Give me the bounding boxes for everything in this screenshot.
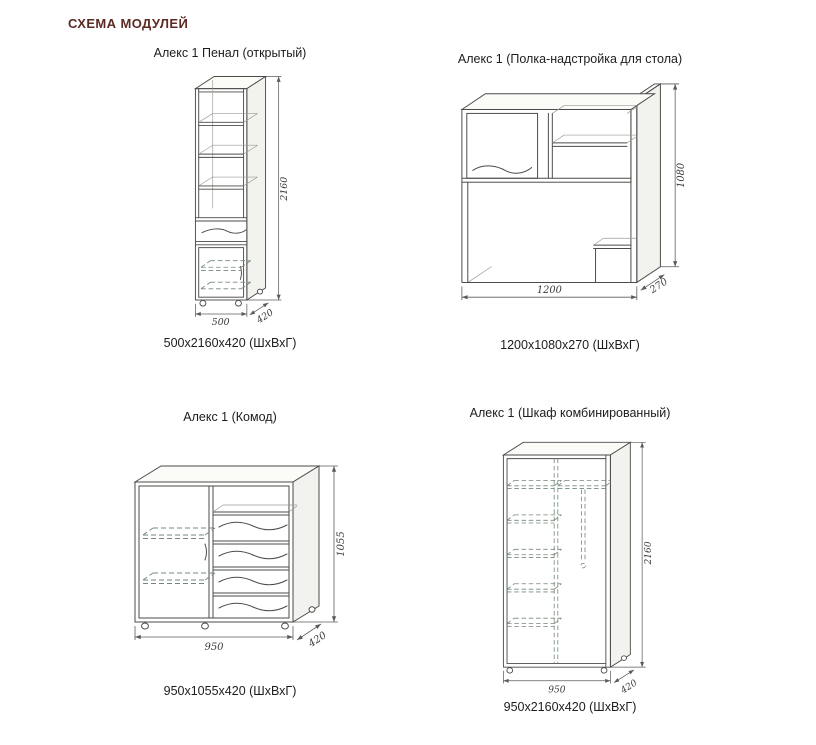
door [197, 247, 244, 298]
width-dimension-label: 500 [211, 317, 229, 328]
module-title: Алекс 1 (Полка-надстройка для стола) [457, 52, 683, 66]
depth-dimension: 420 [613, 669, 639, 697]
height-dimension: 2160 [246, 76, 290, 301]
desk-hutch-drawing: 1200 1080 270 [460, 83, 687, 301]
width-dimension: 500 [194, 303, 247, 328]
height-dimension: 1080 [660, 83, 687, 268]
cabinet-body [193, 75, 267, 301]
hidden-divider [553, 458, 558, 664]
module-wardrobe: Алекс 1 (Шкаф комбинированный) [410, 406, 730, 714]
module-caption: 950x1055x420 (ШхВхГ) [163, 684, 297, 698]
cabinet-body [501, 441, 632, 668]
drawers [212, 521, 290, 612]
module-caption: 1200x1080x270 (ШхВхГ) [500, 338, 640, 352]
module-title: Алекс 1 (Комод) [183, 410, 277, 424]
width-dimension: 1200 [461, 285, 638, 301]
depth-dimension: 420 [248, 302, 275, 327]
height-dimension-label: 1080 [676, 163, 687, 188]
height-dimension-label: 1055 [336, 531, 347, 556]
hidden-shelf-lines [142, 527, 216, 584]
hanging-rod [580, 489, 586, 569]
module-penal: Алекс 1 Пенал (открытый) [80, 46, 380, 350]
feet [141, 606, 316, 630]
module-caption: 950x2160x420 (ШхВхГ) [503, 700, 637, 714]
depth-dimension: 270 [640, 274, 670, 297]
depth-dimension-label: 420 [618, 678, 639, 696]
door [466, 112, 539, 179]
feet [505, 655, 627, 674]
door [204, 543, 207, 561]
module-desk-hutch: Алекс 1 (Полка-надстройка для стола) [410, 52, 730, 352]
open-shelves [197, 113, 258, 190]
left-support-leg [461, 181, 492, 283]
height-dimension-label: 2160 [279, 177, 290, 202]
hidden-shelf-lines [506, 479, 611, 627]
module-title: Алекс 1 Пенал (открытый) [153, 46, 307, 60]
width-dimension-label: 1200 [537, 285, 562, 296]
depth-dimension-label: 420 [306, 630, 329, 651]
open-niche [212, 504, 298, 516]
hutch-body [460, 93, 657, 183]
module-caption: 500x2160x420 (ШхВхГ) [163, 336, 297, 350]
drawer [194, 217, 247, 246]
height-dimension: 1055 [293, 465, 347, 623]
depth-dimension-label: 270 [647, 277, 670, 297]
module-komod: Алекс 1 (Комод) [80, 410, 380, 698]
komod-drawing: 950 1055 420 [133, 465, 347, 653]
width-dimension: 950 [502, 670, 611, 696]
page-title: СХЕМА МОДУЛЕЙ [68, 16, 189, 31]
height-dimension: 2160 [609, 441, 654, 668]
width-dimension-label: 950 [204, 642, 224, 653]
cabinet-body [133, 465, 321, 623]
width-dimension: 950 [134, 626, 294, 653]
feet [198, 288, 263, 307]
wardrobe-drawing: 2160 950 420 [501, 441, 654, 697]
bottom-shelf [467, 237, 637, 283]
width-dimension-label: 950 [548, 686, 566, 696]
height-dimension-label: 2160 [644, 541, 654, 565]
open-shelves [547, 105, 638, 179]
penal-drawing: 2160 500 420 [193, 75, 290, 328]
depth-dimension: 420 [296, 623, 329, 651]
module-title: Алекс 1 (Шкаф комбинированный) [469, 406, 671, 420]
right-side-panel [629, 83, 663, 284]
